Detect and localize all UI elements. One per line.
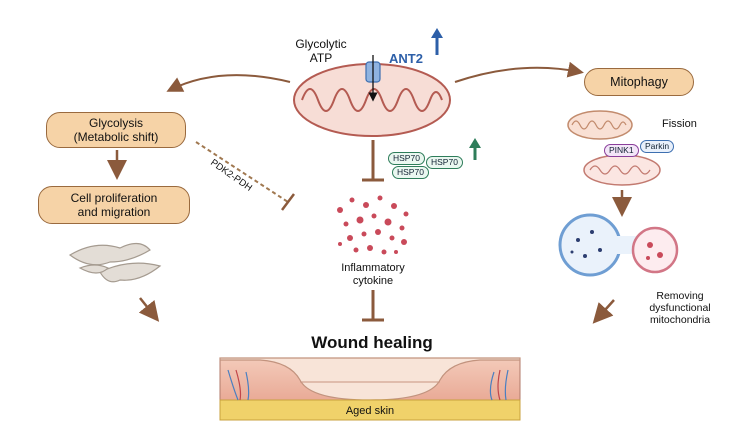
glycolytic-atp-label: Glycolytic ATP <box>295 37 347 65</box>
mitophagosome <box>558 213 679 277</box>
damaged-mitochondrion <box>583 154 661 186</box>
fission-label: Fission <box>662 118 697 130</box>
ant2-label: ANT2 <box>389 51 423 66</box>
removing-label: Removing dysfunctional mitochondria <box>649 290 711 327</box>
mitophagy-box: Mitophagy <box>584 68 694 96</box>
proliferation-label: Cell proliferation and migration <box>70 191 158 219</box>
arrow-left-to-wound <box>138 297 160 322</box>
arrow-to-mitophagy <box>454 61 584 83</box>
arrow-right-to-wound <box>592 299 615 324</box>
arrow-to-glycolysis <box>166 74 291 92</box>
skin-section <box>219 357 521 421</box>
glycolysis-box: Glycolysis (Metabolic shift) <box>46 112 186 148</box>
central-mitochondrion <box>293 55 451 137</box>
cytokine-label: Inflammatory cytokine <box>341 262 405 287</box>
glycolysis-label: Glycolysis (Metabolic shift) <box>73 116 159 144</box>
pdk2-inhibition-line <box>195 141 289 203</box>
hsp70-badge-3: HSP70 <box>392 166 429 179</box>
aged-skin-label: Aged skin <box>345 405 395 417</box>
pink1-badge: PINK1 <box>604 144 639 157</box>
mitophagy-label: Mitophagy <box>610 75 668 89</box>
hsp70-badge-2: HSP70 <box>426 156 463 169</box>
cytokine-dots <box>337 195 409 255</box>
wound-healing-title: Wound healing <box>311 333 433 352</box>
hsp70-badge-1: HSP70 <box>388 152 425 165</box>
parkin-badge: Parkin <box>640 140 675 153</box>
fibroblast-cells <box>68 242 162 283</box>
fission-mitochondrion <box>567 110 633 140</box>
proliferation-box: Cell proliferation and migration <box>38 186 190 224</box>
